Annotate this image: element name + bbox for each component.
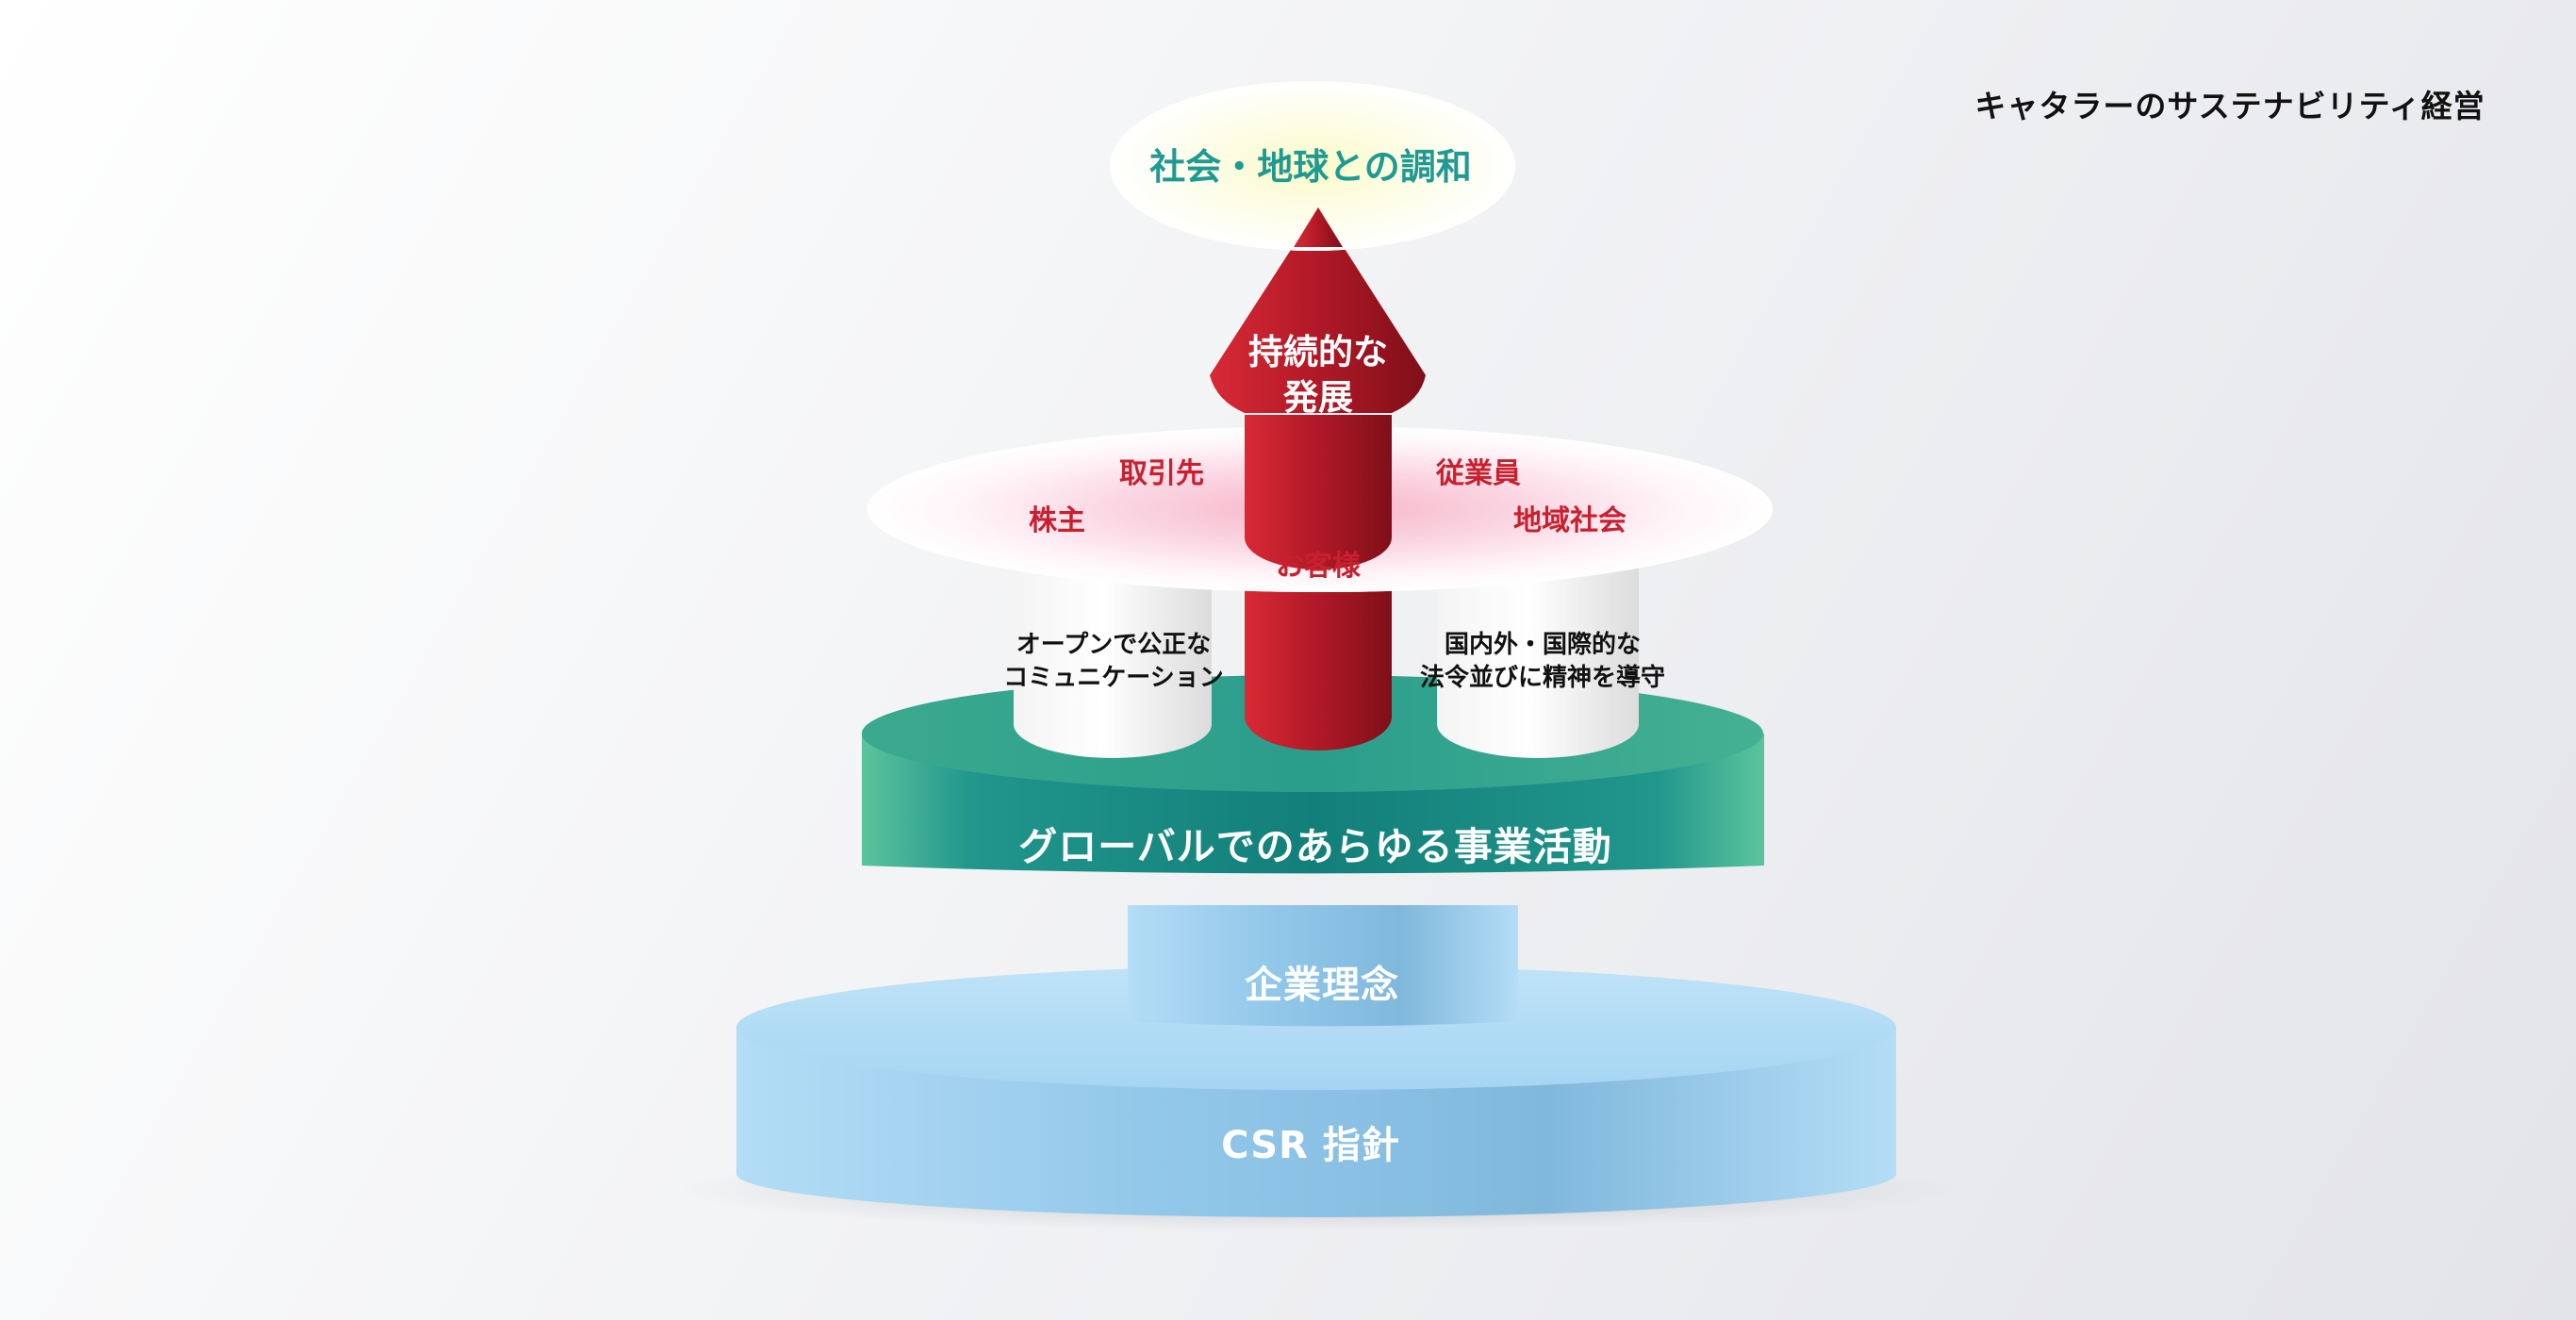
philosophy-layer: 企業理念 bbox=[1128, 905, 1518, 1027]
pillar-right-line1: 国内外・国際的な bbox=[1445, 630, 1641, 659]
pillar-right-line2: 法令並びに精神を導守 bbox=[1420, 663, 1665, 692]
business-layer-label: グローバルでのあらゆる事業活動 bbox=[1018, 824, 1612, 869]
stakeholder-partners: 取引先 bbox=[1119, 457, 1204, 490]
up-arrow-icon: 持続的な 発展 bbox=[1210, 207, 1426, 569]
philosophy-layer-label: 企業理念 bbox=[1245, 964, 1399, 1007]
goal-label: 社会・地球との調和 bbox=[1149, 146, 1472, 188]
csr-layer-label: CSR 指針 bbox=[1221, 1124, 1400, 1167]
pillar-left-line2: コミュニケーション bbox=[1003, 664, 1223, 692]
csr-layer: CSR 指針 bbox=[736, 965, 1896, 1217]
pillar-left-line1: オープンで公正な bbox=[1016, 631, 1211, 659]
goal-bubble: 社会・地球との調和 bbox=[1110, 81, 1515, 251]
stakeholder-community: 地域社会 bbox=[1513, 504, 1627, 537]
arrow-label-line2: 発展 bbox=[1282, 377, 1353, 418]
stakeholder-customers: お客様 bbox=[1276, 550, 1362, 583]
page-title: キャタラーのサステナビリティ経営 bbox=[1974, 88, 2485, 124]
arrow-label-line1: 持続的な bbox=[1248, 332, 1388, 372]
stakeholder-employees: 従業員 bbox=[1435, 457, 1521, 490]
stakeholder-shareholders: 株主 bbox=[1029, 504, 1085, 537]
